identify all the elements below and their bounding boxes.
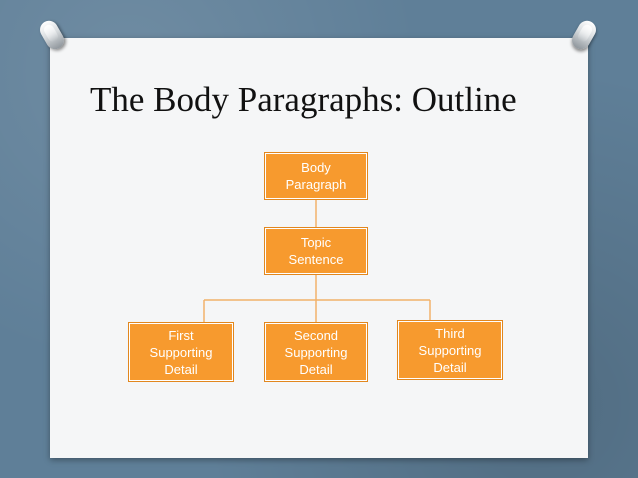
node-label-line: Supporting: [284, 344, 348, 360]
node-body-paragraph: Body Paragraph: [264, 152, 368, 200]
node-label-line: Sentence: [288, 252, 344, 267]
node-label-line: Detail: [433, 359, 467, 375]
node-first-supporting-detail: First Supporting Detail: [128, 322, 234, 382]
node-second-supporting-detail: Second Supporting Detail: [264, 322, 368, 382]
node-label-line: Body: [301, 160, 331, 175]
node-label-line: Detail: [164, 361, 198, 377]
node-third-supporting-detail: Third Supporting Detail: [397, 320, 503, 380]
node-label-line: Paragraph: [285, 177, 347, 192]
node-label-line: Topic: [300, 235, 332, 250]
node-label-line: Second: [293, 327, 339, 343]
node-label-line: Third: [435, 325, 465, 341]
node-label-line: Supporting: [149, 344, 213, 360]
node-label-line: Detail: [299, 361, 333, 377]
node-topic-sentence: Topic Sentence: [264, 227, 368, 275]
node-label-line: First: [168, 327, 194, 343]
node-label-line: Supporting: [418, 342, 482, 358]
slide-title: The Body Paragraphs: Outline: [90, 80, 517, 119]
